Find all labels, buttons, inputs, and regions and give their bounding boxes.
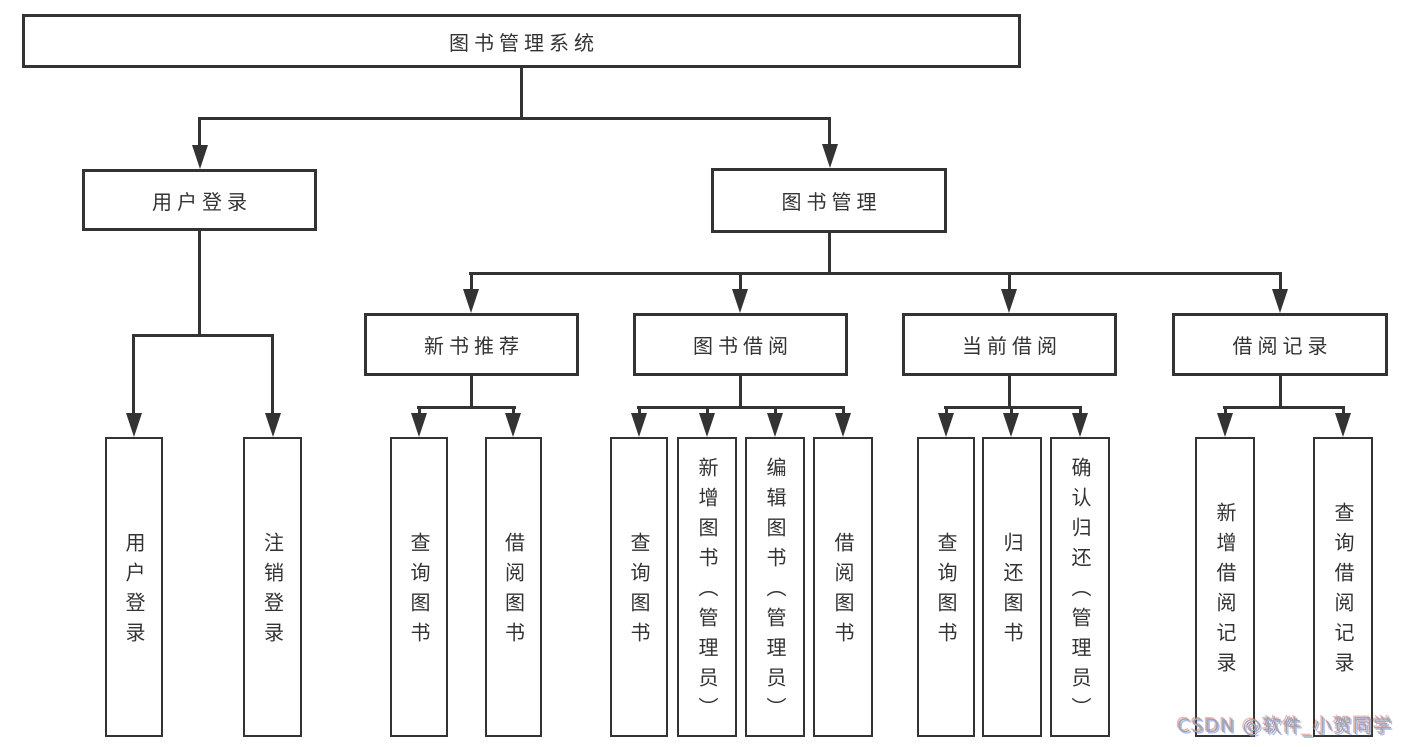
node-user-login: 用户登录 [82,169,317,231]
leaf-current-query-book: 查询图书 [917,437,975,737]
connector-line [1079,406,1082,418]
node-label: 图书管理系统 [449,30,599,55]
connector-line [417,406,516,409]
connector-line [945,406,948,418]
connector-line [198,231,201,336]
leaf-rec-borrow-book: 借阅图书 [485,437,542,737]
arrow-head-down [505,413,521,437]
connector-line [828,233,831,274]
arrow-head-down [1272,289,1288,313]
arrow-head-down [1001,289,1017,313]
leaf-rec-query-book: 查询图书 [390,437,448,737]
node-book-borrowing: 图书借阅 [633,313,848,376]
arrow-head-down [126,413,142,437]
leaf-borrow-add-book-admin: 新增图书（管理员） [677,437,737,737]
node-label: 新增借阅记录 [1213,502,1237,682]
arrow-head-down [699,413,715,437]
node-label: 借阅记录 [1232,334,1333,358]
csdn-watermark: CSDN @软件_小贺同学 [1177,715,1393,737]
connector-line [1223,406,1345,409]
connector-line [469,272,1282,275]
node-label: 借阅图书 [831,532,855,652]
arrow-head-down [463,289,479,313]
connector-line [739,272,742,292]
node-current-borrowing: 当前借阅 [902,313,1117,376]
node-label: 查询图书 [627,532,651,652]
node-label: 查询图书 [407,532,431,652]
connector-line [470,376,473,408]
node-book-management: 图书管理 [711,168,947,233]
connector-line [418,406,421,418]
connector-line [271,334,274,414]
arrow-head-down [938,413,954,437]
leaf-current-confirm-return-admin: 确认归还（管理员） [1050,437,1110,737]
node-label: 用户登录 [122,532,146,652]
arrow-head-down [835,413,851,437]
connector-line [828,117,831,146]
arrow-head-down [192,145,208,169]
node-label: 确认归还（管理员） [1068,457,1092,727]
arrow-head-down [1335,413,1351,437]
node-label: 编辑图书（管理员） [763,457,787,727]
node-new-book-recommend: 新书推荐 [364,313,579,376]
arrow-head-down [732,289,748,313]
connector-line [944,406,1082,409]
connector-line [706,406,709,418]
connector-line [1224,406,1227,418]
node-label: 图书管理 [781,190,882,214]
connector-line [637,406,845,409]
connector-line [512,406,515,418]
connector-line [1279,272,1282,292]
node-borrowing-records: 借阅记录 [1172,313,1388,376]
arrow-head-down [822,144,838,168]
node-label: 当前借阅 [962,334,1062,358]
leaf-logout: 注销登录 [243,437,302,737]
connector-line [132,334,274,337]
leaf-records-query-record: 查询借阅记录 [1313,437,1373,737]
connector-line [1342,406,1345,418]
connector-line [1279,376,1282,408]
node-label: 用户登录 [152,189,252,214]
arrow-head-down [411,413,427,437]
leaf-records-add-record: 新增借阅记录 [1195,437,1255,737]
arrow-head-down [1217,413,1233,437]
node-label: 查询图书 [934,532,958,652]
connector-line [774,406,777,418]
connector-line [470,272,473,292]
connector-line [638,406,641,418]
leaf-borrow-query-book: 查询图书 [610,437,668,737]
connector-line [1008,376,1011,408]
connector-line [739,376,742,408]
arrow-head-down [1072,413,1088,437]
node-label: 注销登录 [260,532,285,652]
connector-line [132,334,135,414]
arrow-head-down [767,413,783,437]
arrow-head-down [631,413,647,437]
leaf-user-login: 用户登录 [105,437,163,737]
leaf-borrow-borrow-book: 借阅图书 [813,437,873,737]
connector-line [198,117,831,120]
node-label: 图书借阅 [693,334,793,358]
node-root: 图书管理系统 [22,14,1021,68]
arrow-head-down [1003,413,1019,437]
connector-line [198,117,201,147]
connector-line [520,68,523,118]
node-label: 新书推荐 [424,334,524,358]
leaf-current-return-book: 归还图书 [982,437,1042,737]
connector-line [1008,272,1011,292]
node-label: 归还图书 [1000,532,1024,652]
leaf-borrow-edit-book-admin: 编辑图书（管理员） [745,437,805,737]
connector-line [1010,406,1013,418]
connector-line [842,406,845,418]
node-label: 新增图书（管理员） [695,457,719,727]
arrow-head-down [265,413,281,437]
node-label: 借阅图书 [501,532,526,652]
node-label: 查询借阅记录 [1331,502,1355,682]
